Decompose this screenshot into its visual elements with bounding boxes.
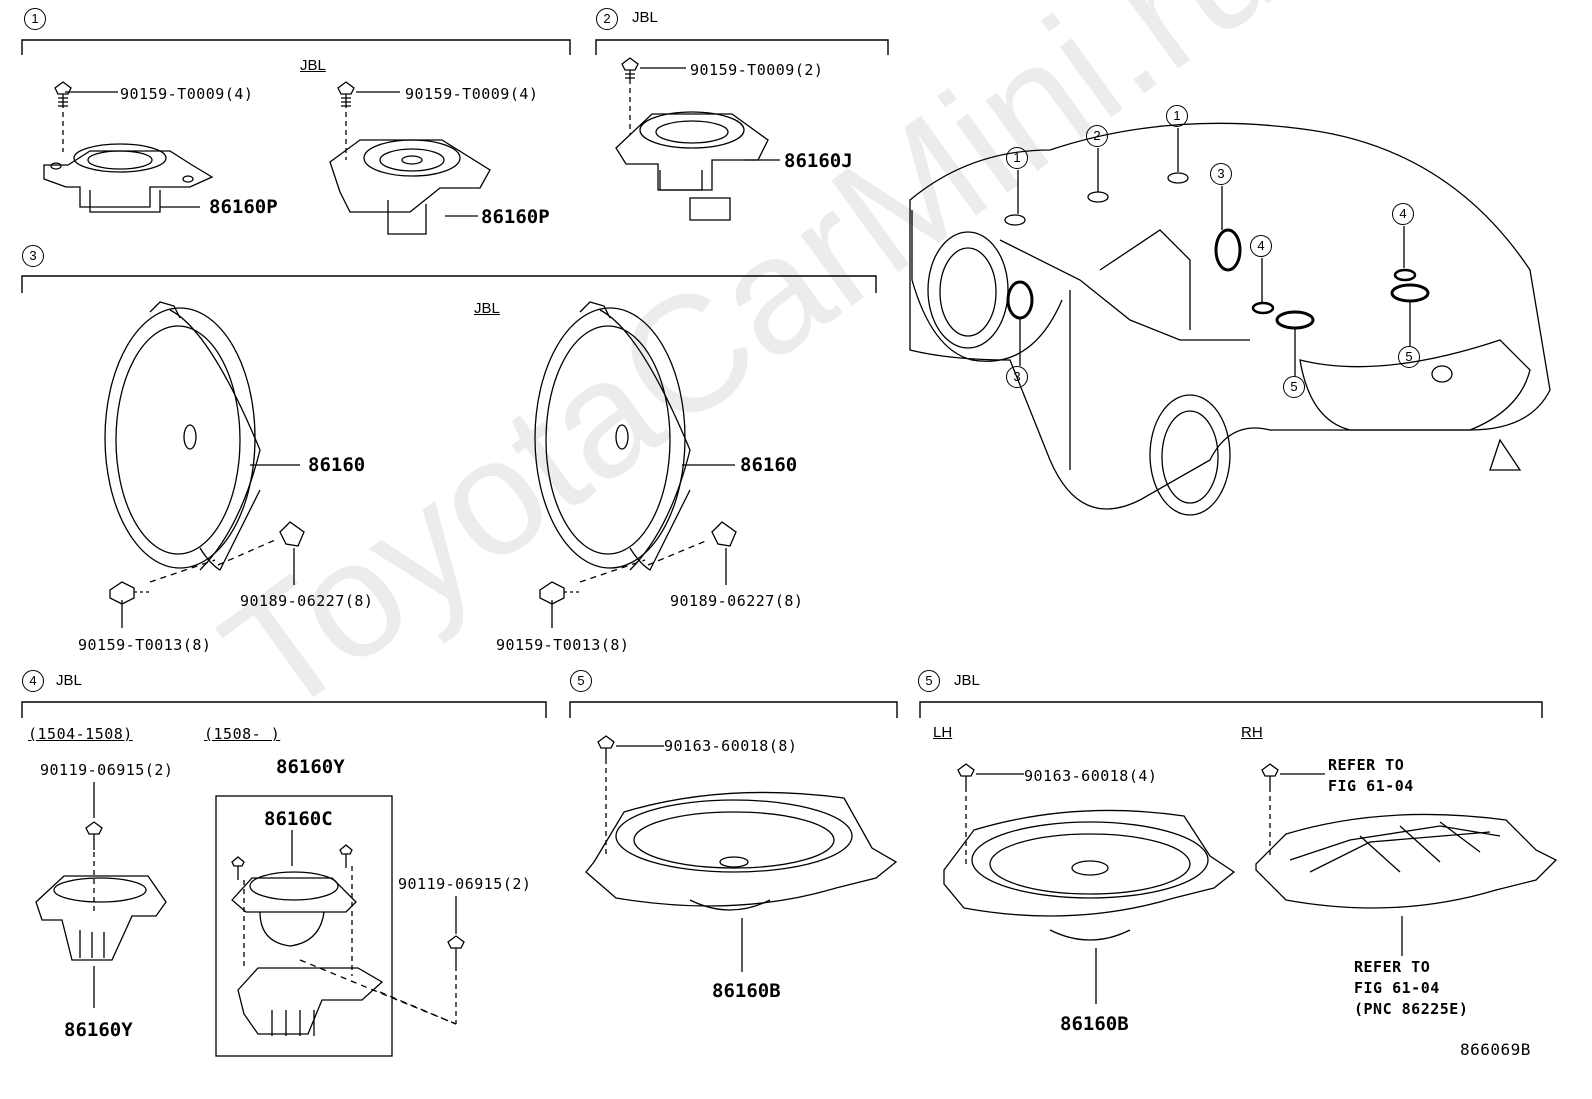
section-5-jbl-badge: 5 [918, 670, 940, 692]
tweeter-86160p-left [43, 81, 214, 213]
label-86160p-jbl: 86160P [481, 206, 550, 228]
label-screw-06915: 90119-06915(2) [40, 761, 174, 779]
car-callout: 5 [1283, 376, 1305, 398]
label-clip-06227: 90189-06227(8) [240, 592, 374, 610]
label-screw-t0009-2: 90159-T0009(2) [690, 61, 824, 79]
section-2-tag: JBL [632, 9, 658, 26]
car-callout: 4 [1250, 235, 1272, 257]
assembly-box-86160y [215, 795, 393, 1057]
car-callout: 4 [1392, 203, 1414, 225]
section-5-tag: JBL [954, 672, 980, 689]
car-callout: 1 [1166, 105, 1188, 127]
speaker-86160y-1508 [231, 830, 465, 1036]
figure-id: 866069B [1460, 1040, 1531, 1059]
variant-jbl-mid: JBL [474, 300, 500, 317]
car-callout: 3 [1006, 366, 1028, 388]
section-1-badge: 1 [24, 8, 46, 30]
section-5-badge: 5 [570, 670, 592, 692]
variant-lh: LH [933, 724, 953, 741]
range-1508: (1508- ) [204, 725, 281, 743]
label-screw-t0009-4: 90159-T0009(4) [120, 85, 254, 103]
label-86160b: 86160B [712, 980, 781, 1002]
label-screw-60018-4: 90163-60018(4) [1024, 767, 1158, 785]
label-86160p: 86160P [209, 196, 278, 218]
label-86160: 86160 [308, 454, 366, 476]
section-brackets [21, 39, 1543, 718]
speaker-86160y-1504 [35, 782, 167, 1008]
car-callout: 3 [1210, 163, 1232, 185]
label-screw-t0009-4-jbl: 90159-T0009(4) [405, 85, 539, 103]
label-refer-to-b3: (PNC 86225E) [1354, 1000, 1469, 1018]
car-callout: 2 [1086, 125, 1108, 147]
section-2-badge: 2 [596, 8, 618, 30]
label-86160y: 86160Y [276, 756, 345, 778]
label-86160-jbl: 86160 [740, 454, 798, 476]
label-86160y-lower: 86160Y [64, 1019, 133, 1041]
label-86160c: 86160C [264, 808, 333, 830]
section-4-badge: 4 [22, 670, 44, 692]
variant-rh: RH [1241, 724, 1263, 741]
tweeter-86160j [615, 57, 780, 221]
label-screw-06915-b: 90119-06915(2) [398, 875, 532, 893]
variant-jbl-top: JBL [300, 57, 326, 74]
door-speaker-86160-left [104, 301, 305, 628]
car-callout: 5 [1398, 346, 1420, 368]
label-refer-to-a1: REFER TO [1328, 756, 1405, 774]
door-speaker-86160-right [534, 301, 737, 628]
label-refer-to-b2: FIG 61-04 [1354, 979, 1440, 997]
label-86160j: 86160J [784, 150, 853, 172]
label-screw-t0013: 90159-T0013(8) [78, 636, 212, 654]
label-screw-60018-8: 90163-60018(8) [664, 737, 798, 755]
section-3-badge: 3 [22, 245, 44, 267]
vehicle-overview [909, 122, 1551, 516]
rear-bracket-jbl-rh [1255, 763, 1558, 956]
rear-speaker-86160b-jbl-lh [943, 763, 1236, 1004]
rear-speaker-86160b [585, 735, 898, 972]
tweeter-86160p-jbl [329, 81, 491, 235]
car-callout: 1 [1006, 147, 1028, 169]
label-86160b-jbl: 86160B [1060, 1013, 1129, 1035]
section-4-tag: JBL [56, 672, 82, 689]
label-refer-to-b1: REFER TO [1354, 958, 1431, 976]
label-clip-06227-jbl: 90189-06227(8) [670, 592, 804, 610]
label-screw-t0013-jbl: 90159-T0013(8) [496, 636, 630, 654]
range-1504-1508: (1504-1508) [28, 725, 133, 743]
label-refer-to-a2: FIG 61-04 [1328, 777, 1414, 795]
